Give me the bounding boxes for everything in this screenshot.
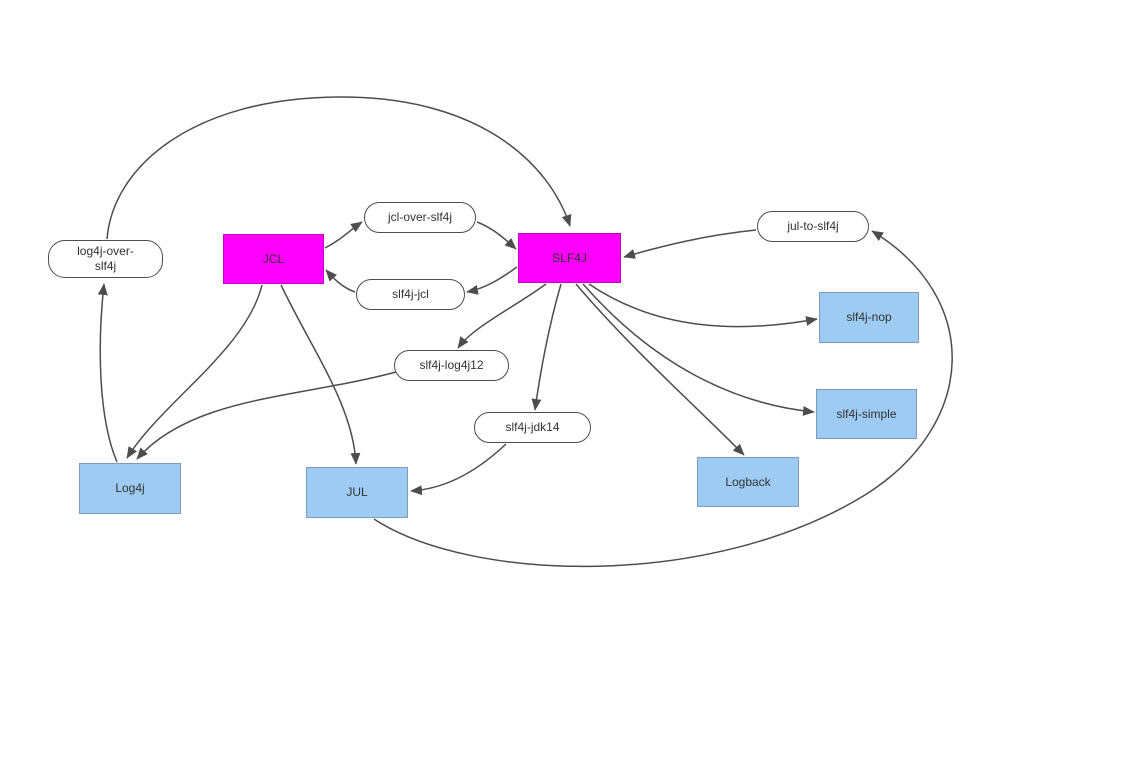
edge-slf4j-to-slf4j-jcl [466, 266, 518, 295]
node-jul-to-slf4j: jul-to-slf4j [757, 211, 869, 242]
edge-jcl-over-slf4j-to-slf4j [476, 221, 517, 250]
node-label-jcl-over-slf4j: jcl-over-slf4j [387, 210, 452, 224]
edge-jcl-to-jul [280, 284, 361, 465]
node-jcl-over-slf4j: jcl-over-slf4j [364, 202, 476, 233]
edge-slf4j-log4j12-to-log4j [136, 371, 397, 460]
edge-slf4j-jcl-to-jcl [325, 269, 356, 293]
edge-slf4j-to-slf4j-simple [582, 283, 815, 416]
node-log4j: Log4j [79, 463, 181, 514]
edge-log4j-over-slf4j-to-slf4j [106, 96, 572, 240]
node-label-logback: Logback [725, 474, 771, 489]
node-label-log4j: Log4j [115, 481, 145, 495]
edge-slf4j-to-slf4j-jdk14 [531, 283, 562, 411]
node-log4j-over-slf4j: log4j-over- slf4j [48, 240, 163, 278]
edge-jul-to-jul-to-slf4j [373, 230, 953, 568]
node-slf4j-jdk14: slf4j-jdk14 [474, 412, 591, 443]
node-slf4j: SLF4J [518, 233, 621, 283]
edge-slf4j-to-slf4j-log4j12 [457, 283, 547, 349]
node-jcl: JCL [223, 234, 324, 284]
edge-slf4j-to-logback [575, 283, 745, 456]
edge-slf4j-to-slf4j-nop [588, 283, 818, 328]
node-label-jul-to-slf4j: jul-to-slf4j [787, 219, 839, 233]
edge-log4j-to-log4j-over-slf4j [97, 283, 118, 463]
node-label-jul: JUL [346, 485, 368, 499]
node-label-slf4j-nop: slf4j-nop [846, 310, 892, 324]
node-slf4j-nop: slf4j-nop [819, 292, 919, 343]
node-label-slf4j-jcl: slf4j-jcl [392, 287, 429, 301]
node-label-slf4j: SLF4J [552, 250, 587, 265]
node-jul: JUL [306, 467, 408, 518]
node-slf4j-jcl: slf4j-jcl [356, 279, 465, 310]
edge-jul-to-slf4j-to-slf4j [623, 229, 757, 259]
node-label-log4j-over-slf4j: log4j-over- slf4j [77, 244, 134, 273]
node-label-jcl: JCL [262, 251, 285, 266]
edge-jcl-to-log4j [126, 284, 263, 459]
edge-jcl-to-jcl-over-slf4j [324, 221, 363, 249]
node-logback: Logback [697, 457, 799, 507]
node-label-slf4j-log4j12: slf4j-log4j12 [419, 358, 484, 372]
node-label-slf4j-jdk14: slf4j-jdk14 [505, 420, 560, 434]
node-label-slf4j-simple: slf4j-simple [836, 406, 897, 421]
edge-slf4j-jdk14-to-jul [410, 443, 507, 496]
edges-group [97, 96, 953, 568]
node-slf4j-log4j12: slf4j-log4j12 [394, 350, 509, 381]
node-slf4j-simple: slf4j-simple [816, 389, 917, 439]
